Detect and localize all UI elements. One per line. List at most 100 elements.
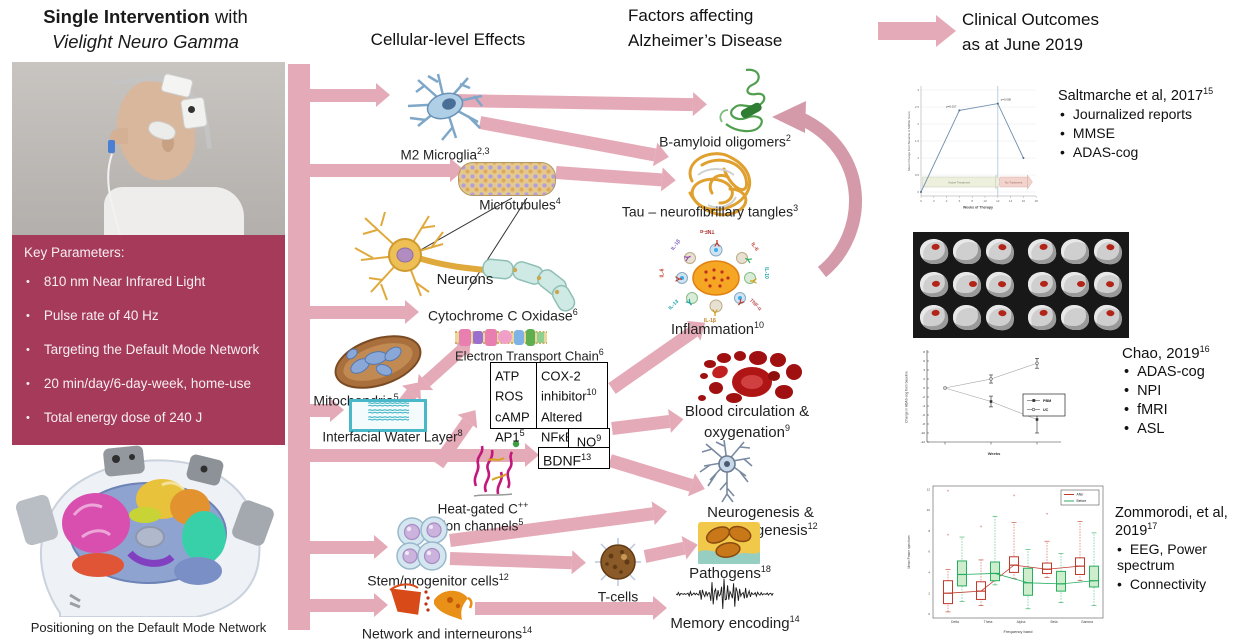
svg-text:0: 0 [920, 199, 922, 203]
arrow-to-heat-gated [300, 443, 539, 467]
svg-text:Theta: Theta [984, 620, 993, 624]
key-parameter: Total energy dose of 240 J [26, 410, 285, 425]
tcell-icon [595, 538, 641, 586]
arrow-to-stem-cells [300, 535, 388, 559]
pathogens-label: Pathogens18 [689, 564, 771, 582]
interneurons-icon [389, 583, 473, 620]
cellular-effects-heading: Cellular-level Effects [370, 30, 526, 49]
svg-text:-6: -6 [922, 413, 925, 417]
saltmarche-title: Saltmarche et al, 201715 [1058, 86, 1214, 104]
intervention-spine-bar [288, 64, 310, 630]
svg-text:12: 12 [996, 199, 1000, 203]
svg-text:No Treatment: No Treatment [1005, 181, 1023, 185]
etc-label: Electron Transport Chain6 [455, 347, 604, 364]
ion-channel-icon [473, 440, 520, 497]
svg-text:1: 1 [917, 156, 919, 160]
cytokine-label: IL-10 [762, 267, 769, 279]
svg-text:-12: -12 [921, 440, 926, 444]
saltmarche-block: Saltmarche et al, 201715 Journalized rep… [1058, 86, 1234, 163]
svg-text:Active Treatment: Active Treatment [948, 181, 970, 185]
svg-text:+: + [1046, 512, 1049, 517]
svg-text:Y: Y [735, 297, 746, 309]
key-parameter: Pulse rate of 40 Hz [26, 308, 285, 323]
activation-spot [969, 281, 977, 287]
title-rest: with [209, 6, 248, 27]
bullet: ASL [1124, 421, 1234, 437]
brain-scan [984, 303, 1016, 332]
svg-text:3: 3 [917, 88, 919, 92]
svg-text:Y: Y [684, 297, 695, 309]
zommorodi-block: Zommorodi, et al, 201917 EEG, Power spec… [1115, 505, 1235, 595]
svg-text:After: After [1077, 493, 1085, 497]
user-photo [12, 62, 285, 235]
brain-scan [1061, 239, 1089, 264]
dmn-brain-illustration [15, 445, 274, 617]
svg-text:14: 14 [1009, 199, 1013, 203]
svg-text:Gamma: Gamma [1081, 620, 1093, 624]
svg-text:18: 18 [1035, 199, 1039, 203]
svg-text:4: 4 [928, 571, 930, 575]
svg-text:p=0.005: p=0.005 [1001, 98, 1012, 102]
arrow-to-water-layer [300, 398, 344, 422]
chao-block: Chao, 201916 ADAS-cog NPI fMRI ASL [1122, 344, 1234, 440]
svg-text:8: 8 [928, 529, 930, 533]
brain-scan [953, 305, 981, 330]
svg-text:Delta: Delta [951, 620, 959, 624]
amyloid-label: B-amyloid oligomers2 [659, 133, 791, 150]
arrow-to-interneurons [300, 593, 388, 617]
svg-text:0.5: 0.5 [915, 173, 920, 177]
cytokine-label: IL-6 [659, 268, 666, 278]
key-parameter: 810 nm Near Infrared Light [26, 274, 285, 289]
svg-text:+: + [947, 532, 950, 537]
activation-spot [1077, 281, 1085, 287]
wire [107, 153, 121, 235]
svg-text:-4: -4 [922, 404, 925, 408]
svg-text:12: 12 [927, 487, 931, 491]
ion-channel-label: Heat-gated C++ ion channels5 [437, 500, 529, 534]
svg-text:-8: -8 [922, 422, 925, 426]
brain-scan [1092, 303, 1124, 332]
svg-text:0: 0 [923, 386, 925, 390]
activation-spot [1039, 309, 1048, 317]
memory-waveform-icon [675, 572, 776, 622]
outcomes-heading: Clinical Outcomes as at June 2019 [962, 8, 1152, 57]
svg-text:2: 2 [923, 377, 925, 381]
brain-scan [1026, 303, 1058, 332]
svg-text:-2: -2 [922, 395, 925, 399]
factors-heading-line1: Factors affecting [628, 6, 754, 25]
svg-text:Y: Y [742, 255, 754, 265]
svg-text:8: 8 [971, 199, 973, 203]
activation-spot [997, 280, 1007, 288]
memory-label: Memory encoding14 [670, 614, 800, 632]
brain-caption: Positioning on the Default Mode Network [30, 620, 267, 635]
brain-scan [1092, 270, 1124, 299]
nasal-applicator [108, 140, 115, 153]
arrow-to-cytochrome [300, 300, 419, 324]
svg-text:-10: -10 [921, 431, 926, 435]
svg-text:+: + [947, 489, 950, 494]
cytokine-label: TNF-α [700, 228, 715, 234]
key-parameter: 20 min/day/6-day-week, home-use [26, 376, 285, 391]
arrow-to-microtubules [300, 158, 464, 182]
bullet: fMRI [1124, 402, 1234, 418]
stem-cells-icon [396, 516, 448, 571]
zommorodi-title: Zommorodi, et al, 201917 [1115, 505, 1228, 539]
interneurons-label: Network and interneurons14 [361, 625, 533, 642]
brain-scan [1026, 237, 1058, 266]
microglia-label: M2 Microglia2,3 [400, 146, 490, 163]
bullet: Journalized reports [1060, 106, 1234, 122]
neurogenesis-label: Neurogenesis & synaptogenesis12 [703, 504, 818, 539]
inflammation-label: Inflammation10 [670, 320, 765, 338]
svg-text:10: 10 [983, 199, 987, 203]
arrow-bdnf-to-neurogenesis [608, 454, 694, 492]
key-parameters-heading: Key Parameters: [24, 245, 125, 260]
tcell-label: T-cells [597, 588, 639, 605]
activation-spot [1105, 280, 1115, 288]
svg-text:Beta: Beta [1051, 620, 1058, 624]
neurons-icon [354, 211, 576, 312]
blood-cells-icon [698, 351, 802, 403]
svg-text:2.5: 2.5 [915, 105, 920, 109]
